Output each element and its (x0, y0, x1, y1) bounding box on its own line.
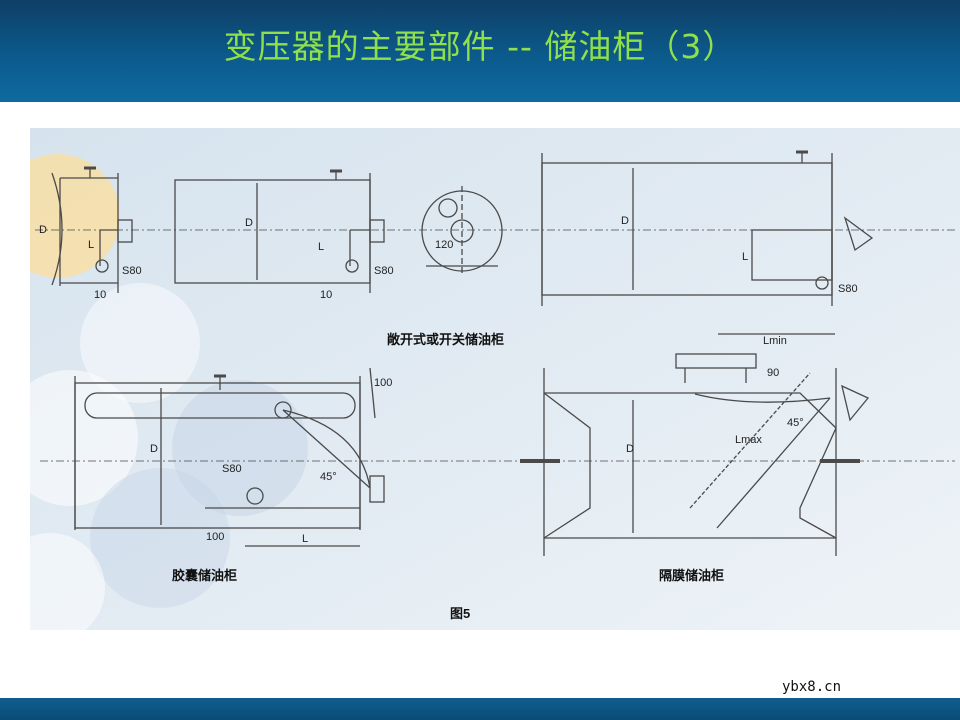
dim-d-3: D (621, 215, 629, 227)
tank-open-small (51, 166, 133, 293)
dim-100-2: 100 (206, 531, 224, 543)
tank-open-medium (174, 169, 385, 293)
dim-d-5: D (626, 443, 634, 455)
slide-title: 变压器的主要部件 -- 储油柜（3） (223, 27, 737, 66)
dim-100-1: 100 (374, 377, 392, 389)
footer-bar (0, 698, 960, 720)
site-watermark: ybx8.cn (782, 679, 842, 695)
figure-caption: 图5 (450, 606, 470, 621)
dim-s80-2: S80 (374, 265, 394, 277)
dim-d-4: D (150, 443, 158, 455)
tank-capsule (74, 367, 385, 547)
conservator-diagram: D L S80 10 D L S80 10 120 D L S80 D S80 … (0, 128, 960, 643)
dim-lmax: Lmax (735, 434, 762, 446)
label-capsule-type: 胶囊储油柜 (172, 568, 237, 583)
dim-120: 120 (435, 239, 453, 251)
dim-d-2: D (245, 217, 253, 229)
dim-l-4: L (302, 533, 308, 545)
decor-circle (2, 370, 138, 506)
tank-open-large (541, 150, 874, 306)
dim-10-1: 10 (94, 289, 106, 301)
decor-circle (90, 468, 230, 608)
dim-10-2: 10 (320, 289, 332, 301)
dim-d-1: D (39, 224, 47, 236)
tank-diaphragm (520, 333, 870, 556)
dim-l-1: L (88, 239, 94, 251)
dim-s80-1: S80 (122, 265, 142, 277)
decor-circle (80, 283, 200, 403)
label-diaphragm-type: 隔膜储油柜 (659, 568, 724, 583)
title-bar: 变压器的主要部件 -- 储油柜（3） (0, 0, 960, 102)
decor-circle (172, 380, 308, 516)
dim-45-2: 45° (787, 417, 804, 429)
label-open-type: 敞开式或开关储油柜 (387, 332, 504, 347)
dim-45-1: 45° (320, 471, 337, 483)
dim-l-2: L (318, 241, 324, 253)
dim-90: 90 (767, 367, 779, 379)
dim-s80-3: S80 (838, 283, 858, 295)
dim-lmin: Lmin (763, 335, 787, 347)
dim-s80-4: S80 (222, 463, 242, 475)
dim-l-3: L (742, 251, 748, 263)
tank-end-view (421, 186, 503, 276)
